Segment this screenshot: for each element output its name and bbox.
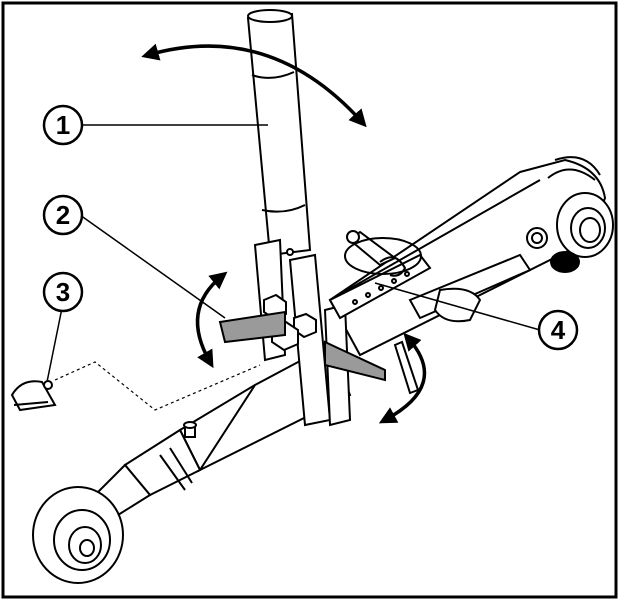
leader-lines	[46, 124, 541, 383]
curved-arrow-icon	[141, 43, 367, 128]
svg-text:3: 3	[56, 277, 70, 307]
curved-arrow-icon	[378, 332, 427, 424]
rear-ball-joint	[526, 156, 614, 273]
linch-pin-icon	[10, 380, 57, 412]
grease-nipple	[183, 421, 197, 438]
locking-pin-highlight	[344, 237, 422, 275]
svg-text:2: 2	[56, 200, 70, 230]
svg-text:1: 1	[56, 110, 70, 140]
front-ball-joint	[32, 463, 152, 584]
callout-2: 2	[42, 194, 84, 236]
svg-text:4: 4	[551, 315, 566, 345]
callout-3: 3	[42, 271, 84, 313]
curved-arrow-icon	[195, 271, 228, 369]
callout-4: 4	[537, 309, 579, 351]
callout-1: 1	[42, 104, 84, 146]
